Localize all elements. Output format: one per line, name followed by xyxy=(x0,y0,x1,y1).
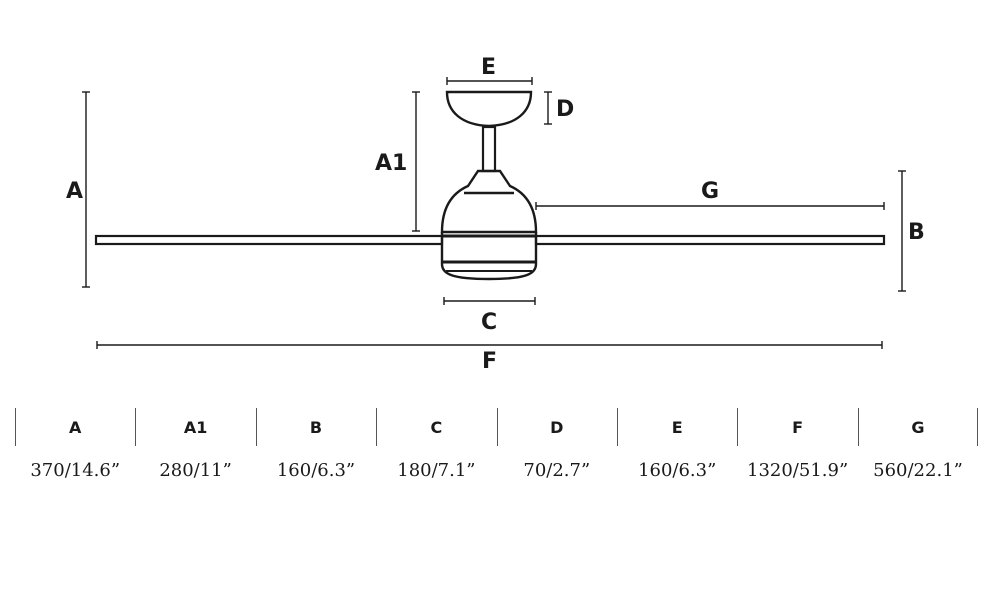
column-header: F xyxy=(792,418,804,437)
light-kit xyxy=(440,232,538,281)
dimension-table: A 370/14.6” A1 280/11” B 160/6.3” C 180/… xyxy=(15,408,978,488)
table-separator xyxy=(977,408,978,446)
table-column-e: E 160/6.3” xyxy=(617,408,737,488)
downrod xyxy=(481,125,497,173)
dim-label-d: D xyxy=(556,97,574,122)
column-header: B xyxy=(309,418,323,437)
column-value: 370/14.6” xyxy=(30,460,121,481)
column-value: 280/11” xyxy=(159,460,232,481)
dim-label-c: C xyxy=(481,310,497,335)
dim-label-a1: A1 xyxy=(375,151,407,176)
table-column-f: F 1320/51.9” xyxy=(737,408,857,488)
table-separator xyxy=(376,408,378,446)
dim-label-a: A xyxy=(66,179,83,204)
blade-left xyxy=(94,234,444,246)
column-value: 160/6.3” xyxy=(276,460,356,481)
column-header: D xyxy=(550,418,564,437)
table-separator xyxy=(737,408,739,446)
column-value: 1320/51.9” xyxy=(747,460,849,481)
table-column-c: C 180/7.1” xyxy=(376,408,496,488)
table-column-g: G 560/22.1” xyxy=(858,408,978,488)
column-value: 160/6.3” xyxy=(638,460,717,481)
column-value: 70/2.7” xyxy=(523,460,591,481)
column-header: E xyxy=(671,418,683,437)
column-value: 560/22.1” xyxy=(873,460,963,481)
canopy xyxy=(445,90,533,128)
fan-dimension-diagram: A A1 E D G B C F xyxy=(66,55,925,374)
column-header: A xyxy=(69,418,82,437)
table-separator xyxy=(255,408,257,446)
table-separator xyxy=(617,408,618,446)
table-separator xyxy=(15,408,16,446)
dim-label-g: G xyxy=(701,179,719,204)
table-separator xyxy=(857,408,859,446)
table-column-b: B 160/6.3” xyxy=(256,408,376,488)
dim-label-f: F xyxy=(482,349,497,374)
dim-label-e: E xyxy=(481,55,496,80)
column-header: G xyxy=(911,418,925,437)
table-column-d: D 70/2.7” xyxy=(497,408,617,488)
column-header: A1 xyxy=(183,418,208,437)
column-value: 180/7.1” xyxy=(397,460,476,481)
table-column-a1: A1 280/11” xyxy=(135,408,255,488)
blade-right xyxy=(534,234,886,246)
table-column-a: A 370/14.6” xyxy=(15,408,135,488)
motor-cone xyxy=(440,169,538,234)
table-separator xyxy=(135,408,137,446)
column-header: C xyxy=(430,418,443,437)
table-separator xyxy=(496,408,498,446)
dim-label-b: B xyxy=(908,220,925,245)
